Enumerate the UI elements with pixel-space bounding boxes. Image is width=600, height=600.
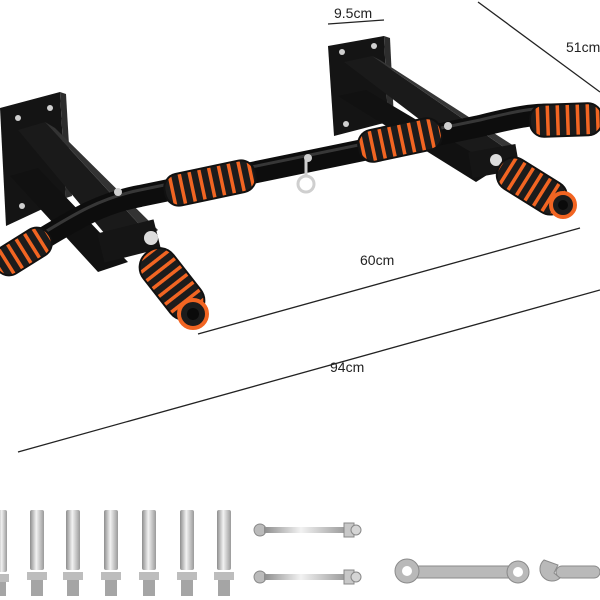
right-center-grip xyxy=(357,117,443,163)
dimension-lines xyxy=(17,1,600,453)
right-end-grip xyxy=(528,102,600,138)
left-end-grip xyxy=(0,226,53,277)
foam-grips xyxy=(0,102,600,277)
wrench xyxy=(394,558,530,584)
expansion-bolt xyxy=(27,510,47,596)
expansion-bolt xyxy=(177,510,197,596)
left-parallel-handle xyxy=(97,219,209,330)
depth-line xyxy=(477,1,600,93)
wrench xyxy=(539,559,600,582)
total-length-label: 94cm xyxy=(330,359,364,375)
grip-width-line xyxy=(197,227,581,335)
expansion-bolt xyxy=(214,510,234,596)
long-bolts xyxy=(253,522,362,585)
long-bolt xyxy=(253,522,362,538)
wrenches xyxy=(394,558,600,584)
bracket-width-line xyxy=(327,19,385,25)
expansion-bolt xyxy=(101,510,121,596)
right-parallel-handle xyxy=(468,144,577,219)
center-grip xyxy=(163,159,257,207)
expansion-bolts xyxy=(0,510,234,596)
bracket-width-label: 9.5cm xyxy=(334,5,372,21)
total-length-line xyxy=(17,289,600,453)
long-bolt xyxy=(253,569,362,585)
expansion-bolt xyxy=(0,510,9,596)
depth-label: 51cm xyxy=(566,39,600,55)
expansion-bolt xyxy=(63,510,83,596)
expansion-bolt xyxy=(139,510,159,596)
grip-width-label: 60cm xyxy=(360,252,394,268)
